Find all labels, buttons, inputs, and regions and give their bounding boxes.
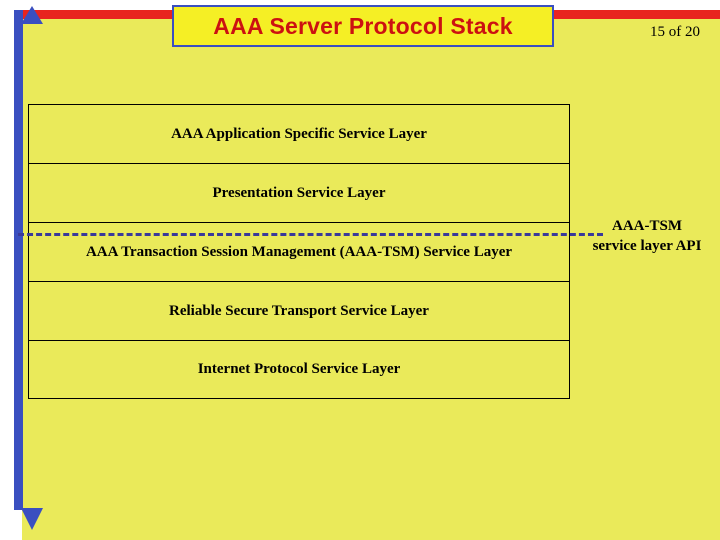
stack-layer-label: Presentation Service Layer — [212, 184, 386, 201]
api-annotation-line2: service layer API — [592, 238, 702, 254]
stack-layer: AAA Transaction Session Management (AAA-… — [28, 222, 570, 281]
stack-layer-label: Reliable Secure Transport Service Layer — [169, 302, 429, 319]
slide-background-panel — [22, 10, 720, 540]
stack-layer: Reliable Secure Transport Service Layer — [28, 281, 570, 340]
left-blue-bar — [14, 6, 43, 530]
title-banner: AAA Server Protocol Stack — [172, 5, 554, 47]
stack-layer-label: Internet Protocol Service Layer — [197, 361, 401, 377]
stack-layer: AAA Application Specific Service Layer — [28, 104, 570, 163]
stack-layer: Internet Protocol Service Layer — [28, 340, 570, 399]
stack-layer-label: AAA Application Specific Service Layer — [171, 125, 427, 142]
api-annotation: AAA-TSM service layer API — [576, 216, 718, 256]
page-title: AAA Server Protocol Stack — [213, 12, 513, 39]
blue-arrow-up-icon — [21, 6, 43, 24]
api-boundary-dashed-line — [18, 233, 603, 236]
blue-arrow-down-icon — [21, 508, 43, 530]
slide-counter: 15 of 20 — [650, 24, 700, 40]
stack-layer: Presentation Service Layer — [28, 163, 570, 222]
stack-layer-label: AAA Transaction Session Management (AAA-… — [85, 243, 513, 260]
protocol-stack-diagram: AAA Application Specific Service Layer P… — [28, 104, 570, 399]
api-annotation-line1: AAA-TSM — [612, 218, 682, 234]
